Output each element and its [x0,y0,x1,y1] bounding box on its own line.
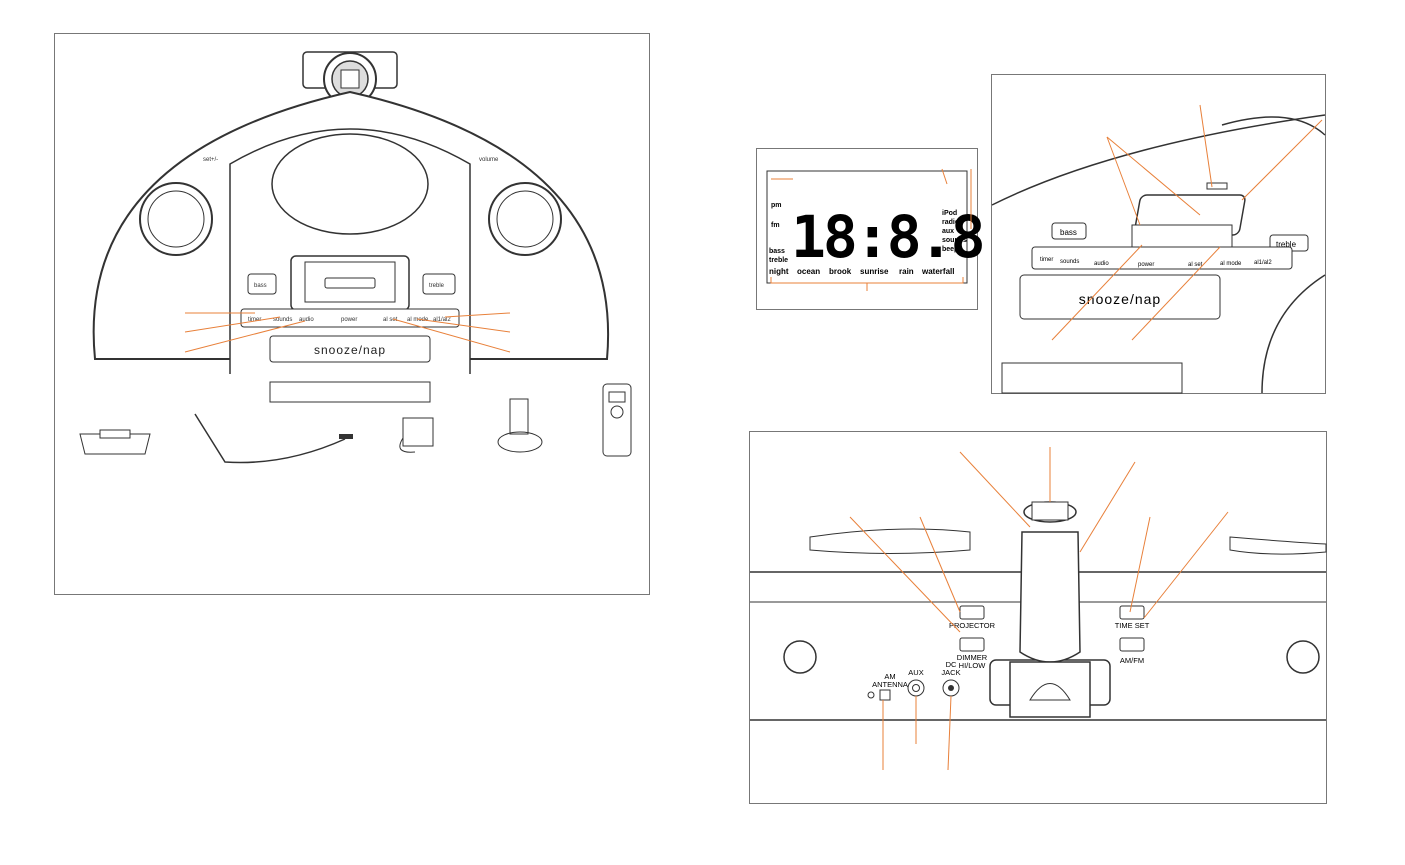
bass-button[interactable] [247,273,277,295]
volume-knob-label: volume [479,157,499,163]
dock-row-al-mode[interactable]: al mode [1220,261,1242,267]
am-fm-button[interactable] [1119,637,1145,652]
row-btn-sounds[interactable]: sounds [273,317,292,323]
front-view-panel: set+/- volume bass treble timer sounds a… [54,33,650,595]
sound-night: night [769,267,789,276]
dock-snooze-label: snooze/nap [1079,291,1161,307]
dock-row-sounds[interactable]: sounds [1060,259,1079,265]
dimmer-label-2: HI/LOW [959,661,987,670]
snooze-bar[interactable] [269,335,431,363]
accessory-remote [602,383,632,457]
sound-rain: rain [899,267,914,276]
treble-button-label: treble [429,283,445,289]
accessory-dock-adapter [79,429,151,455]
dimmer-label-1: DIMMER [957,653,988,662]
sound-sunrise: sunrise [860,267,889,276]
dock-row-power[interactable]: power [1138,262,1154,268]
time-set-label: TIME SET [1115,621,1150,630]
row-btn-audio[interactable]: audio [299,317,314,323]
dock-row-audio[interactable]: audio [1094,261,1109,267]
treble-button[interactable] [422,273,456,295]
projector-label: PROJECTOR [949,621,996,630]
am-fm-label: AM/FM [1120,656,1144,665]
am-antenna-terminal[interactable] [879,689,891,701]
dc-jack-label-1: DC [946,660,957,669]
dock-closeup-panel: bass treble timer sounds audio power al … [991,74,1326,394]
dc-jack-label-2: JACK [941,668,960,677]
callout-lines [184,312,511,353]
dock-bass-button[interactable] [1051,222,1087,240]
display-drawing: pm fm bass treble 18:8.8 iPod radio aux … [766,168,986,291]
source-ipod: iPod [942,210,957,217]
dock-callouts [1051,104,1323,341]
source-radio: radio [942,219,959,226]
accessory-aux-cable [194,413,346,464]
projector-arm [989,501,1111,718]
indicator-bass: bass [769,248,785,255]
front-view-drawing: set+/- volume bass treble timer sounds a… [79,51,632,464]
dock-closeup-drawing: bass treble timer sounds audio power al … [991,104,1326,394]
ground-terminal-icon [867,691,875,699]
projector-window [271,133,429,235]
projector-button[interactable] [959,605,985,620]
left-speaker-cap [783,640,817,674]
row-btn-al-mode[interactable]: al mode [407,317,429,323]
accessory-am-antenna [497,398,543,453]
source-aux: aux [942,228,954,235]
back-view-panel: PROJECTOR DIMMER HI/LOW TIME SET AM/FM A… [749,431,1327,804]
dock-row-al1al2[interactable]: al1/al2 [1254,260,1272,266]
indicator-pm: pm [771,202,782,209]
bass-button-label: bass [254,283,267,289]
sound-ocean: ocean [797,267,820,276]
indicator-fm: fm [771,222,780,229]
back-callouts [849,447,1229,771]
display-panel: pm fm bass treble 18:8.8 iPod radio aux … [756,148,986,310]
projector-head [302,51,398,106]
row-btn-timer[interactable]: timer [248,317,261,323]
dock-snooze-bar[interactable] [1019,274,1221,320]
back-view-drawing: PROJECTOR DIMMER HI/LOW TIME SET AM/FM A… [750,447,1327,771]
dimmer-button[interactable] [959,637,985,652]
aux-label: AUX [908,668,923,677]
indicator-treble: treble [769,257,788,264]
sound-brook: brook [829,267,852,276]
row-btn-power[interactable]: power [341,317,357,323]
accessory-power-adapter [399,417,434,453]
snooze-bar-label: snooze/nap [314,343,386,357]
row-btn-al1al2[interactable]: al1/al2 [433,317,451,323]
am-antenna-label-2: ANTENNA [872,680,908,689]
time-set-button[interactable] [1119,605,1145,620]
source-sounds: sounds [942,237,967,244]
dock-row-al-set[interactable]: al set [1188,262,1203,268]
right-speaker-cap [1286,640,1320,674]
sound-waterfall: waterfall [921,267,954,276]
dock-row-timer[interactable]: timer [1040,257,1053,263]
set-knob-label: set+/- [203,157,218,163]
clock-digits: 18:8.8 [791,203,983,271]
row-btn-al-set[interactable]: al set [383,317,398,323]
am-antenna-label-1: AM [884,672,895,681]
display-callouts [770,168,972,291]
source-beep: beep [942,246,958,253]
dock-bass-label: bass [1060,228,1077,237]
dock-treble-label: treble [1276,240,1297,249]
